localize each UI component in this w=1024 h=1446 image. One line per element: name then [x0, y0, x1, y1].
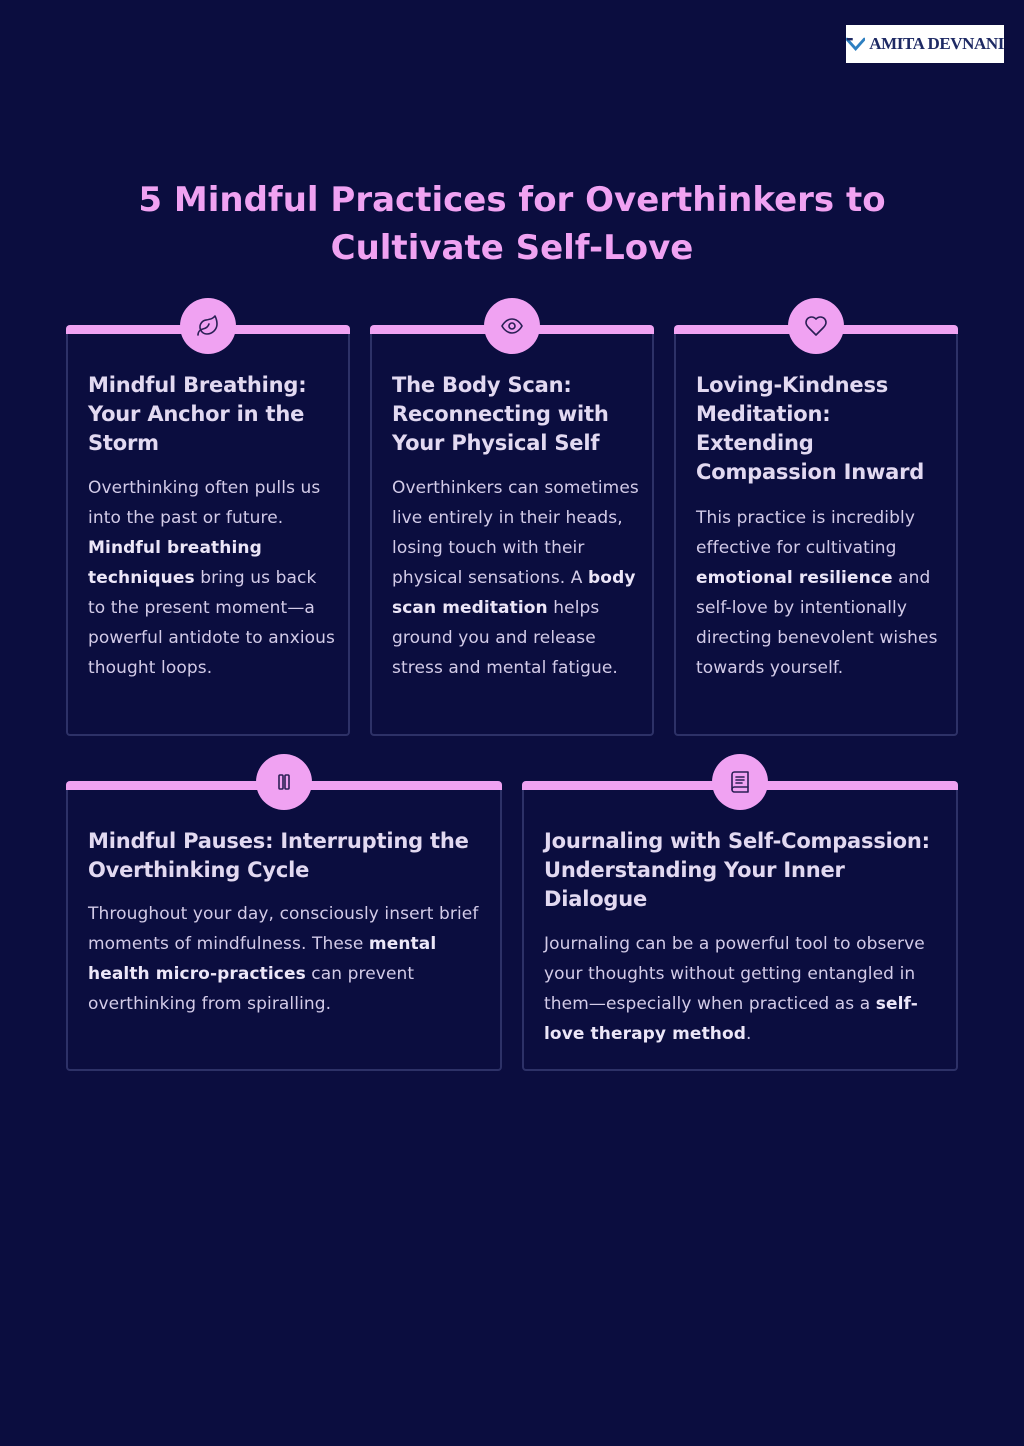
journal-icon	[731, 771, 749, 793]
card-title: Mindful Pauses: Interrupting the Overthi…	[88, 829, 469, 882]
card-body: Overthinkers can sometimes live entirely…	[392, 478, 639, 678]
practice-card-body-scan: The Body Scan: Reconnecting with Your Ph…	[370, 298, 654, 736]
pause-icon-badge	[256, 754, 312, 810]
pause-icon	[278, 774, 290, 790]
card-title: Loving-Kindness Meditation: Extending Co…	[696, 373, 925, 484]
card-title: Journaling with Self-Compassion: Underst…	[544, 829, 930, 911]
card-body: Throughout your day, consciously insert …	[88, 904, 479, 1014]
card-body: Journaling can be a powerful tool to obs…	[544, 934, 925, 1044]
journal-icon-badge	[712, 754, 768, 810]
practice-card-mindful-breathing: Mindful Breathing: Your Anchor in the St…	[66, 298, 350, 736]
practice-card-mindful-pauses: Mindful Pauses: Interrupting the Overthi…	[66, 754, 502, 1071]
brand-name: AMITA DEVNANI	[869, 34, 1004, 53]
card-title: The Body Scan: Reconnecting with Your Ph…	[392, 373, 609, 455]
leaf-icon-badge	[180, 298, 236, 354]
card-body-emphasis: mental health micro-practices	[88, 934, 437, 984]
eye-icon	[501, 318, 523, 334]
brand-logo: AMITA DEVNANI	[846, 25, 1004, 63]
card-body-emphasis: self-love therapy method	[544, 994, 918, 1044]
eye-icon-badge	[484, 298, 540, 354]
page-title: 5 Mindful Practices for Overthinkers to …	[138, 180, 886, 268]
practice-card-journaling: Journaling with Self-Compassion: Underst…	[522, 754, 958, 1071]
card-body: This practice is incredibly effective fo…	[696, 508, 938, 678]
brand-logo-icon	[846, 37, 866, 51]
card-body-emphasis: emotional resilience	[696, 568, 893, 588]
card-body-emphasis: body scan meditation	[392, 568, 636, 618]
card-body-emphasis: Mindful breathing techniques	[88, 538, 262, 588]
heart-icon	[805, 316, 827, 336]
leaf-icon	[197, 315, 218, 336]
practice-card-loving-kindness: Loving-Kindness Meditation: Extending Co…	[674, 298, 958, 736]
card-title: Mindful Breathing: Your Anchor in the St…	[88, 373, 307, 455]
heart-icon-badge	[788, 298, 844, 354]
card-body: Overthinking often pulls us into the pas…	[88, 478, 336, 678]
